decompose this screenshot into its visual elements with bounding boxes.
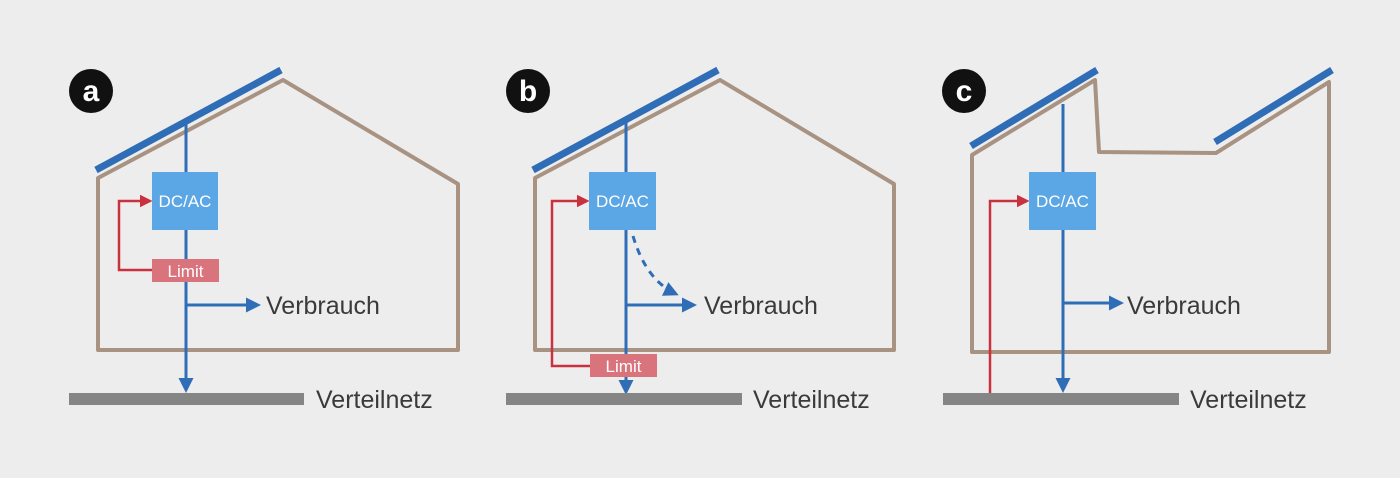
panel-c: c DC/AC Verbrauch Verteilnetz: [942, 67, 1334, 414]
grid-bar: [943, 393, 1179, 405]
panel-badge-letter: a: [83, 75, 100, 108]
inverter-box: [589, 172, 656, 230]
inverter-box: [152, 172, 218, 230]
consumption-label: Verbrauch: [1127, 292, 1241, 320]
limit-control-line: [117, 194, 153, 272]
increase-consumption-dashed-arrow: [631, 235, 679, 296]
grid-label: Verteilnetz: [316, 386, 433, 414]
solar-panel-2: [1213, 67, 1334, 145]
panel-badge: [506, 69, 550, 113]
panel-badge: [69, 69, 113, 113]
limit-label: Limit: [168, 262, 204, 281]
consumption-label: Verbrauch: [704, 292, 818, 320]
grid-label: Verteilnetz: [1190, 386, 1307, 414]
grid-bar: [506, 393, 742, 405]
inverter-box: [1029, 172, 1096, 230]
limit-label: Limit: [606, 357, 642, 376]
grid-label: Verteilnetz: [753, 386, 870, 414]
panel-badge-letter: b: [519, 75, 537, 108]
inverter-label: DC/AC: [596, 192, 649, 211]
house-outline: [96, 78, 460, 352]
panel-b: b DC/AC Limit Verbrauch Verteilnetz: [506, 66, 896, 414]
house-outline: [533, 78, 896, 352]
solar-panel: [969, 67, 1099, 149]
inverter-label: DC/AC: [159, 192, 212, 211]
inverter-label: DC/AC: [1036, 192, 1089, 211]
consumption-label: Verbrauch: [266, 292, 380, 320]
panel-badge: [942, 69, 986, 113]
panel-a: a DC/AC Limit Verbrauch Verteilnetz: [69, 66, 460, 414]
limit-box: [152, 259, 219, 282]
solar-panel: [531, 66, 720, 174]
panel-badge-letter: c: [956, 75, 973, 108]
limit-box: [590, 354, 657, 377]
house-outline: [970, 78, 1331, 354]
solar-panel: [94, 66, 283, 174]
limit-control-line: [550, 194, 590, 368]
control-line: [988, 194, 1030, 393]
grid-bar: [69, 393, 304, 405]
